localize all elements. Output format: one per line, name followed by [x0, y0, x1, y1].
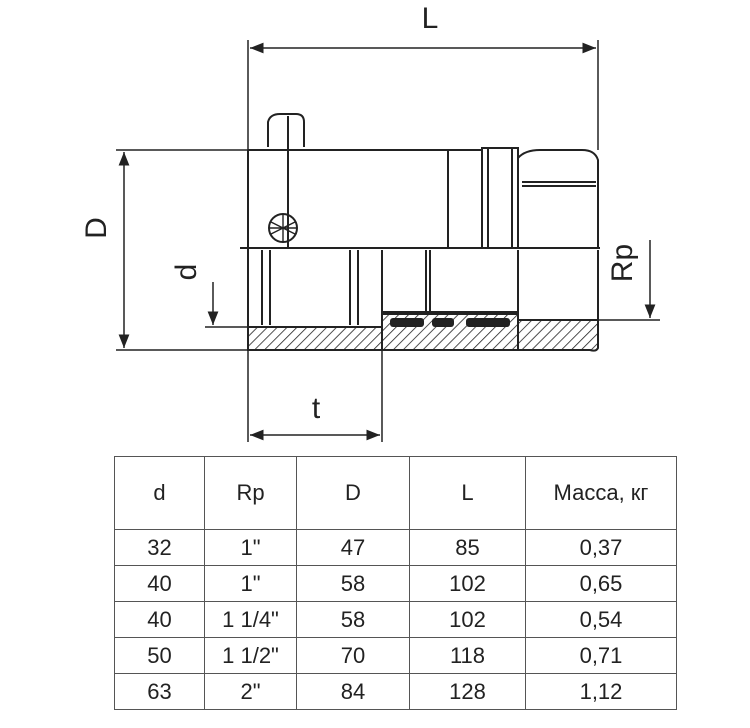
table-header-row: d Rp D L Масса, кг: [114, 456, 677, 530]
cell-d: 40: [114, 565, 205, 602]
table-row: 40 1" 58 102 0,65: [114, 565, 677, 602]
cell-mass: 1,12: [525, 673, 677, 710]
cell-d: 63: [114, 673, 205, 710]
header-L: L: [409, 456, 526, 530]
cell-mass: 0,37: [525, 529, 677, 566]
cell-L: 102: [409, 565, 526, 602]
cell-d: 40: [114, 601, 205, 638]
cell-rp: 1": [204, 529, 297, 566]
header-mass: Масса, кг: [525, 456, 677, 530]
table-row: 50 1 1/2" 70 118 0,71: [114, 637, 677, 674]
label-t: t: [312, 392, 321, 425]
fitting-drawing: L D d Rp t: [80, 2, 660, 442]
cell-D: 58: [296, 601, 410, 638]
label-L: L: [422, 2, 439, 35]
cell-D: 70: [296, 637, 410, 674]
label-D: D: [80, 217, 113, 239]
cell-mass: 0,54: [525, 601, 677, 638]
hex-nut: [517, 149, 599, 249]
header-D: D: [296, 456, 410, 530]
cell-rp: 1 1/4": [204, 601, 297, 638]
cell-rp: 1": [204, 565, 297, 602]
cell-d: 32: [114, 529, 205, 566]
nut-wall-section: [517, 319, 599, 352]
table-row: 40 1 1/4" 58 102 0,54: [114, 601, 677, 638]
table-row: 63 2" 84 128 1,12: [114, 673, 677, 710]
cell-L: 102: [409, 601, 526, 638]
label-Rp: Rp: [606, 244, 639, 282]
terminal-pin: [267, 113, 305, 147]
label-d: d: [170, 264, 203, 281]
socket-wall-section: [247, 326, 383, 351]
cell-L: 118: [409, 637, 526, 674]
header-d: d: [114, 456, 205, 530]
header-rp: Rp: [204, 456, 297, 530]
seal-rings: [390, 318, 510, 327]
cell-rp: 2": [204, 673, 297, 710]
cell-D: 58: [296, 565, 410, 602]
table-row: 32 1" 47 85 0,37: [114, 529, 677, 566]
cell-L: 85: [409, 529, 526, 566]
spec-table: d Rp D L Масса, кг 32 1" 47 85 0,37 40 1…: [114, 456, 677, 710]
cell-rp: 1 1/2": [204, 637, 297, 674]
cell-D: 47: [296, 529, 410, 566]
cell-mass: 0,65: [525, 565, 677, 602]
cell-mass: 0,71: [525, 637, 677, 674]
cell-L: 128: [409, 673, 526, 710]
cell-D: 84: [296, 673, 410, 710]
cell-d: 50: [114, 637, 205, 674]
